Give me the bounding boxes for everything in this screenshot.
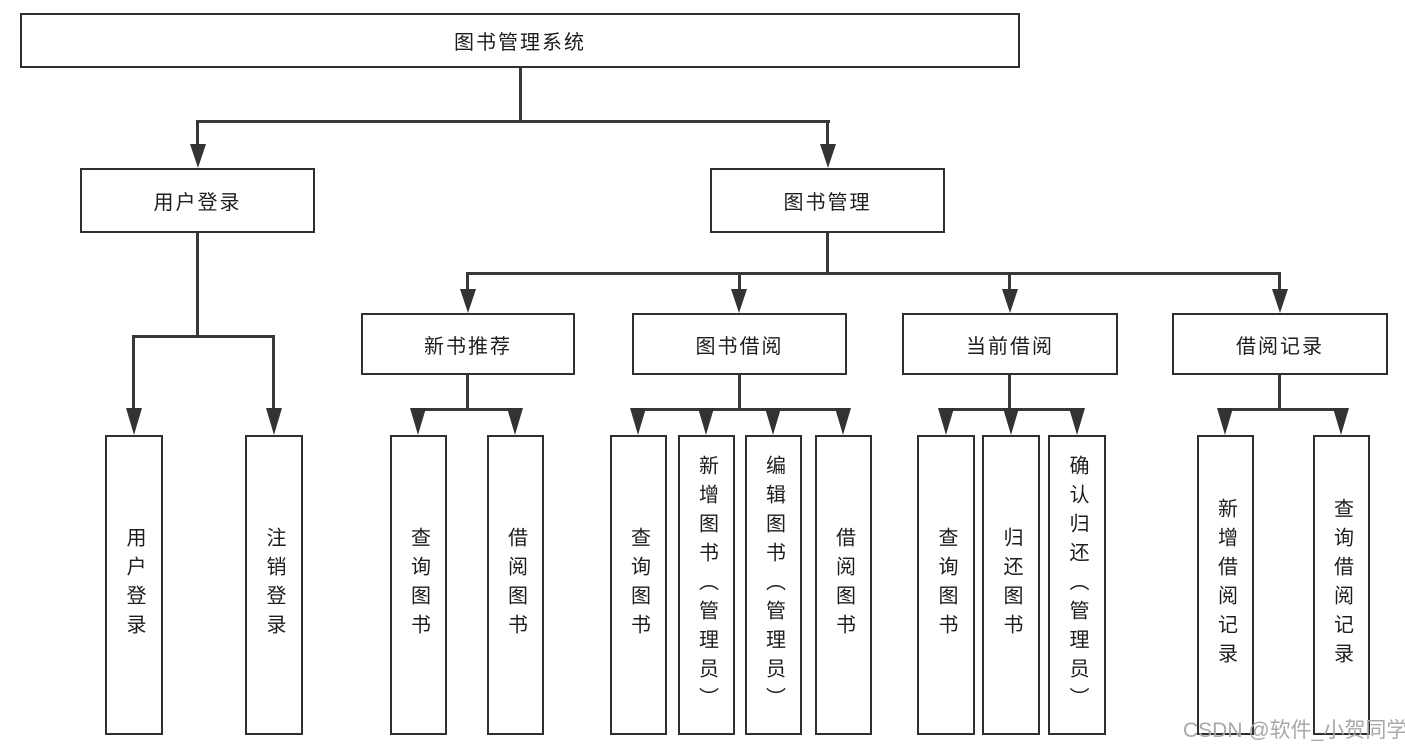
arrowhead-down-icon — [820, 144, 836, 168]
node-label: 图书借阅 — [695, 335, 784, 358]
connector-line — [132, 335, 275, 338]
arrowhead-down-icon — [938, 408, 954, 435]
connector-line — [1008, 272, 1011, 291]
leaf-label: 确认归还（管理员） — [1066, 454, 1088, 716]
leaf-logout: 注销登录 — [245, 435, 303, 735]
arrowhead-down-icon — [507, 408, 523, 435]
leaf-return-books: 归还图书 — [982, 435, 1040, 735]
connector-line — [826, 120, 829, 146]
arrowhead-down-icon — [266, 408, 282, 435]
arrowhead-down-icon — [835, 408, 851, 435]
leaf-query-borrow-record: 查询借阅记录 — [1313, 435, 1370, 735]
leaf-query-books-current: 查询图书 — [917, 435, 975, 735]
node-label: 新书推荐 — [424, 335, 512, 358]
connector-line — [466, 272, 469, 291]
arrowhead-down-icon — [765, 408, 781, 435]
connector-line — [196, 120, 199, 146]
connector-line — [417, 408, 518, 411]
arrowhead-down-icon — [731, 289, 747, 313]
leaf-confirm-return-admin: 确认归还（管理员） — [1048, 435, 1106, 735]
node-label: 图书管理 — [783, 192, 872, 214]
leaf-label: 注销登录 — [263, 527, 285, 643]
leaf-query-books-borrowing: 查询图书 — [610, 435, 667, 735]
leaf-label: 归还图书 — [1000, 527, 1022, 643]
arrowhead-down-icon — [1003, 408, 1019, 435]
leaf-borrow-books-recommend: 借阅图书 — [487, 435, 544, 735]
node-label: 当前借阅 — [966, 335, 1054, 358]
leaf-label: 借阅图书 — [504, 527, 527, 643]
node-book-management: 图书管理 — [710, 168, 945, 233]
arrowhead-down-icon — [190, 144, 206, 168]
leaf-query-books-recommend: 查询图书 — [390, 435, 447, 735]
arrowhead-down-icon — [410, 408, 426, 435]
connector-line — [637, 408, 845, 411]
leaf-label: 查询图书 — [935, 527, 957, 643]
connector-line — [272, 335, 275, 408]
node-label: 图书管理系统 — [454, 32, 586, 54]
connector-line — [196, 233, 199, 338]
arrowhead-down-icon — [1002, 289, 1018, 313]
arrowhead-down-icon — [1333, 408, 1349, 435]
node-user-login: 用户登录 — [80, 168, 315, 233]
leaf-label: 查询图书 — [407, 527, 430, 643]
leaf-add-books-admin: 新增图书（管理员） — [678, 435, 735, 735]
leaf-borrow-books-borrowing: 借阅图书 — [815, 435, 872, 735]
arrowhead-down-icon — [698, 408, 714, 435]
watermark-text: CSDN @软件_小贺同学 — [1183, 719, 1405, 742]
connector-line — [1278, 272, 1281, 291]
arrowhead-down-icon — [1272, 289, 1288, 313]
node-book-borrowing: 图书借阅 — [632, 313, 847, 375]
leaf-label: 新增图书（管理员） — [695, 454, 718, 716]
leaf-label: 新增借阅记录 — [1214, 498, 1237, 672]
connector-line — [1278, 375, 1281, 411]
leaf-edit-books-admin: 编辑图书（管理员） — [745, 435, 802, 735]
connector-line — [1008, 375, 1011, 411]
node-borrowing-records: 借阅记录 — [1172, 313, 1388, 375]
leaf-label: 查询借阅记录 — [1330, 498, 1353, 672]
arrowhead-down-icon — [1217, 408, 1233, 435]
connector-line — [196, 120, 830, 123]
leaf-label: 查询图书 — [627, 527, 650, 643]
connector-line — [738, 375, 741, 411]
connector-line — [466, 272, 1281, 275]
leaf-label: 编辑图书（管理员） — [762, 454, 785, 716]
leaf-label: 用户登录 — [123, 527, 145, 643]
node-label: 用户登录 — [153, 192, 242, 214]
connector-line — [738, 272, 741, 291]
arrowhead-down-icon — [630, 408, 646, 435]
arrowhead-down-icon — [1069, 408, 1085, 435]
arrowhead-down-icon — [126, 408, 142, 435]
leaf-label: 借阅图书 — [832, 527, 855, 643]
connector-line — [826, 233, 829, 275]
node-library-management-system: 图书管理系统 — [20, 13, 1020, 68]
node-label: 借阅记录 — [1236, 335, 1324, 358]
node-current-borrowing: 当前借阅 — [902, 313, 1118, 375]
connector-line — [132, 335, 135, 408]
leaf-user-login: 用户登录 — [105, 435, 163, 735]
node-new-book-recommendation: 新书推荐 — [361, 313, 575, 375]
leaf-add-borrow-record: 新增借阅记录 — [1197, 435, 1254, 735]
connector-line — [1224, 408, 1343, 411]
connector-line — [466, 375, 469, 411]
arrowhead-down-icon — [460, 289, 476, 313]
connector-line — [519, 68, 522, 123]
